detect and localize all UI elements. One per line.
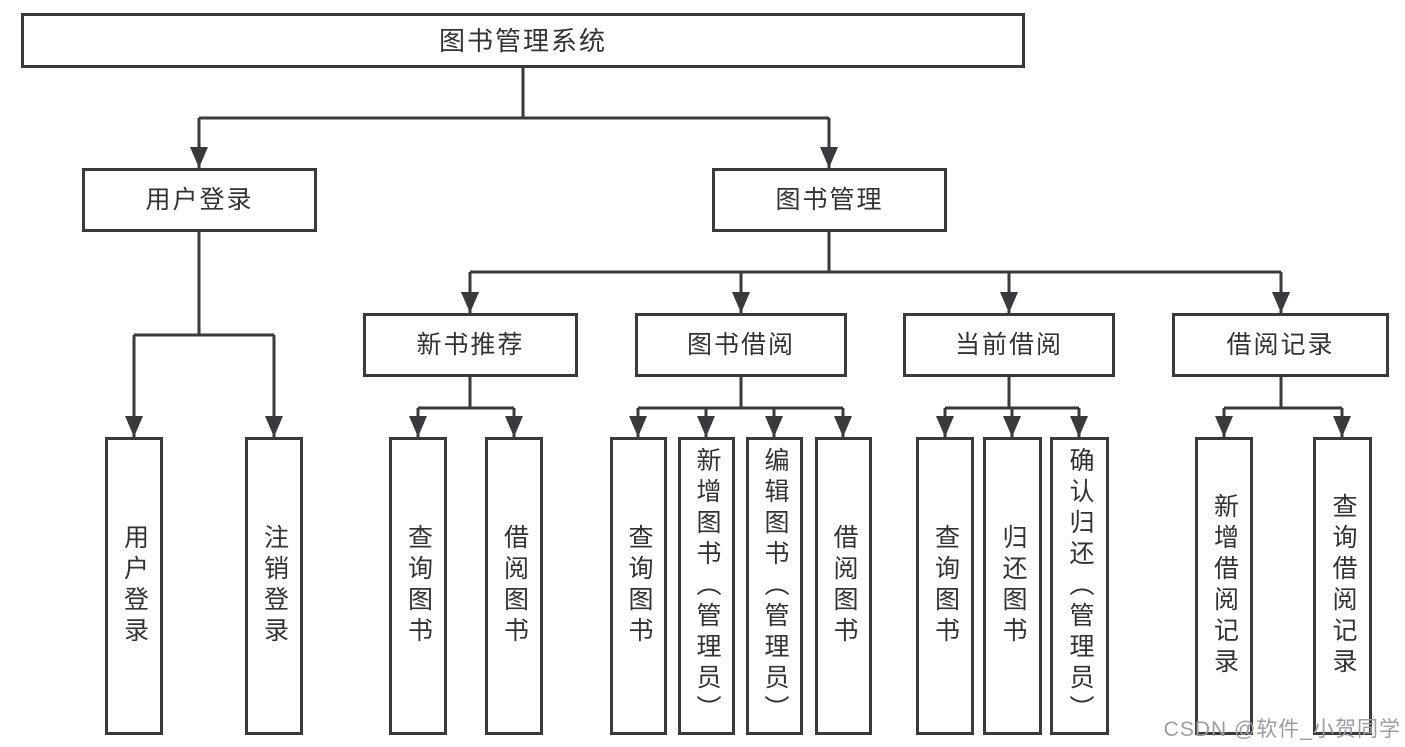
leaf-return-book: 归还图书: [983, 437, 1042, 735]
connector-root-to-level2: [190, 68, 838, 168]
leaf-query-borrow-record: 查询借阅记录: [1313, 437, 1372, 735]
connector-book-management-children: [461, 232, 1290, 313]
node-book-borrow-label: 图书借阅: [686, 330, 795, 359]
leaf-borrow-books-recommend-label: 借阅图书: [500, 524, 529, 648]
node-user-login-label: 用户登录: [145, 185, 254, 214]
leaf-add-borrow-record: 新增借阅记录: [1195, 437, 1253, 735]
leaf-edit-book-admin: 编辑图书（管理员）: [746, 437, 803, 735]
node-borrow-records-label: 借阅记录: [1226, 330, 1335, 359]
node-current-borrow-label: 当前借阅: [954, 330, 1063, 359]
connector-borrow-records-children: [1215, 377, 1351, 437]
leaf-query-books-borrow-label: 查询图书: [625, 524, 653, 648]
connector-book-borrow-children: [629, 377, 852, 437]
leaf-user-login-label: 用户登录: [120, 524, 149, 648]
leaf-query-books-borrow: 查询图书: [610, 437, 667, 735]
leaf-logout-label: 注销登录: [260, 524, 289, 648]
leaf-add-book-admin-label: 新增图书（管理员）: [693, 446, 721, 726]
leaf-user-login: 用户登录: [105, 437, 163, 735]
leaf-query-books-recommend-label: 查询图书: [404, 524, 433, 648]
leaf-add-borrow-record-label: 新增借阅记录: [1210, 493, 1239, 679]
leaf-return-book-label: 归还图书: [999, 524, 1027, 648]
leaf-borrow-books-recommend: 借阅图书: [485, 437, 543, 735]
csdn-watermark: CSDN @软件_小贺同学: [1163, 718, 1401, 741]
node-book-management-label: 图书管理: [775, 185, 884, 214]
connector-current-borrow-children: [936, 377, 1088, 437]
leaf-logout: 注销登录: [245, 437, 303, 735]
node-user-login: 用户登录: [82, 168, 317, 232]
node-new-book-recommend-label: 新书推荐: [416, 330, 525, 359]
leaf-query-books-current: 查询图书: [916, 437, 974, 735]
leaf-borrow-books-borrow-label: 借阅图书: [830, 524, 858, 648]
leaf-edit-book-admin-label: 编辑图书（管理员）: [761, 446, 789, 726]
leaf-query-books-current-label: 查询图书: [931, 524, 960, 648]
leaf-query-borrow-record-label: 查询借阅记录: [1329, 493, 1357, 679]
node-root-label: 图书管理系统: [438, 25, 607, 56]
node-borrow-records: 借阅记录: [1172, 313, 1389, 377]
node-book-management: 图书管理: [712, 168, 947, 232]
leaf-confirm-return-admin-label: 确认归还（管理员）: [1066, 446, 1094, 726]
leaf-borrow-books-borrow: 借阅图书: [815, 437, 872, 735]
connector-user-login-children: [125, 232, 283, 437]
node-root: 图书管理系统: [21, 13, 1025, 68]
node-new-book-recommend: 新书推荐: [363, 313, 578, 377]
connector-new-book-recommend-children: [409, 377, 523, 437]
leaf-query-books-recommend: 查询图书: [389, 437, 447, 735]
leaf-confirm-return-admin: 确认归还（管理员）: [1050, 437, 1109, 735]
leaf-add-book-admin: 新增图书（管理员）: [678, 437, 735, 735]
node-current-borrow: 当前借阅: [903, 313, 1115, 377]
node-book-borrow: 图书借阅: [635, 313, 847, 377]
